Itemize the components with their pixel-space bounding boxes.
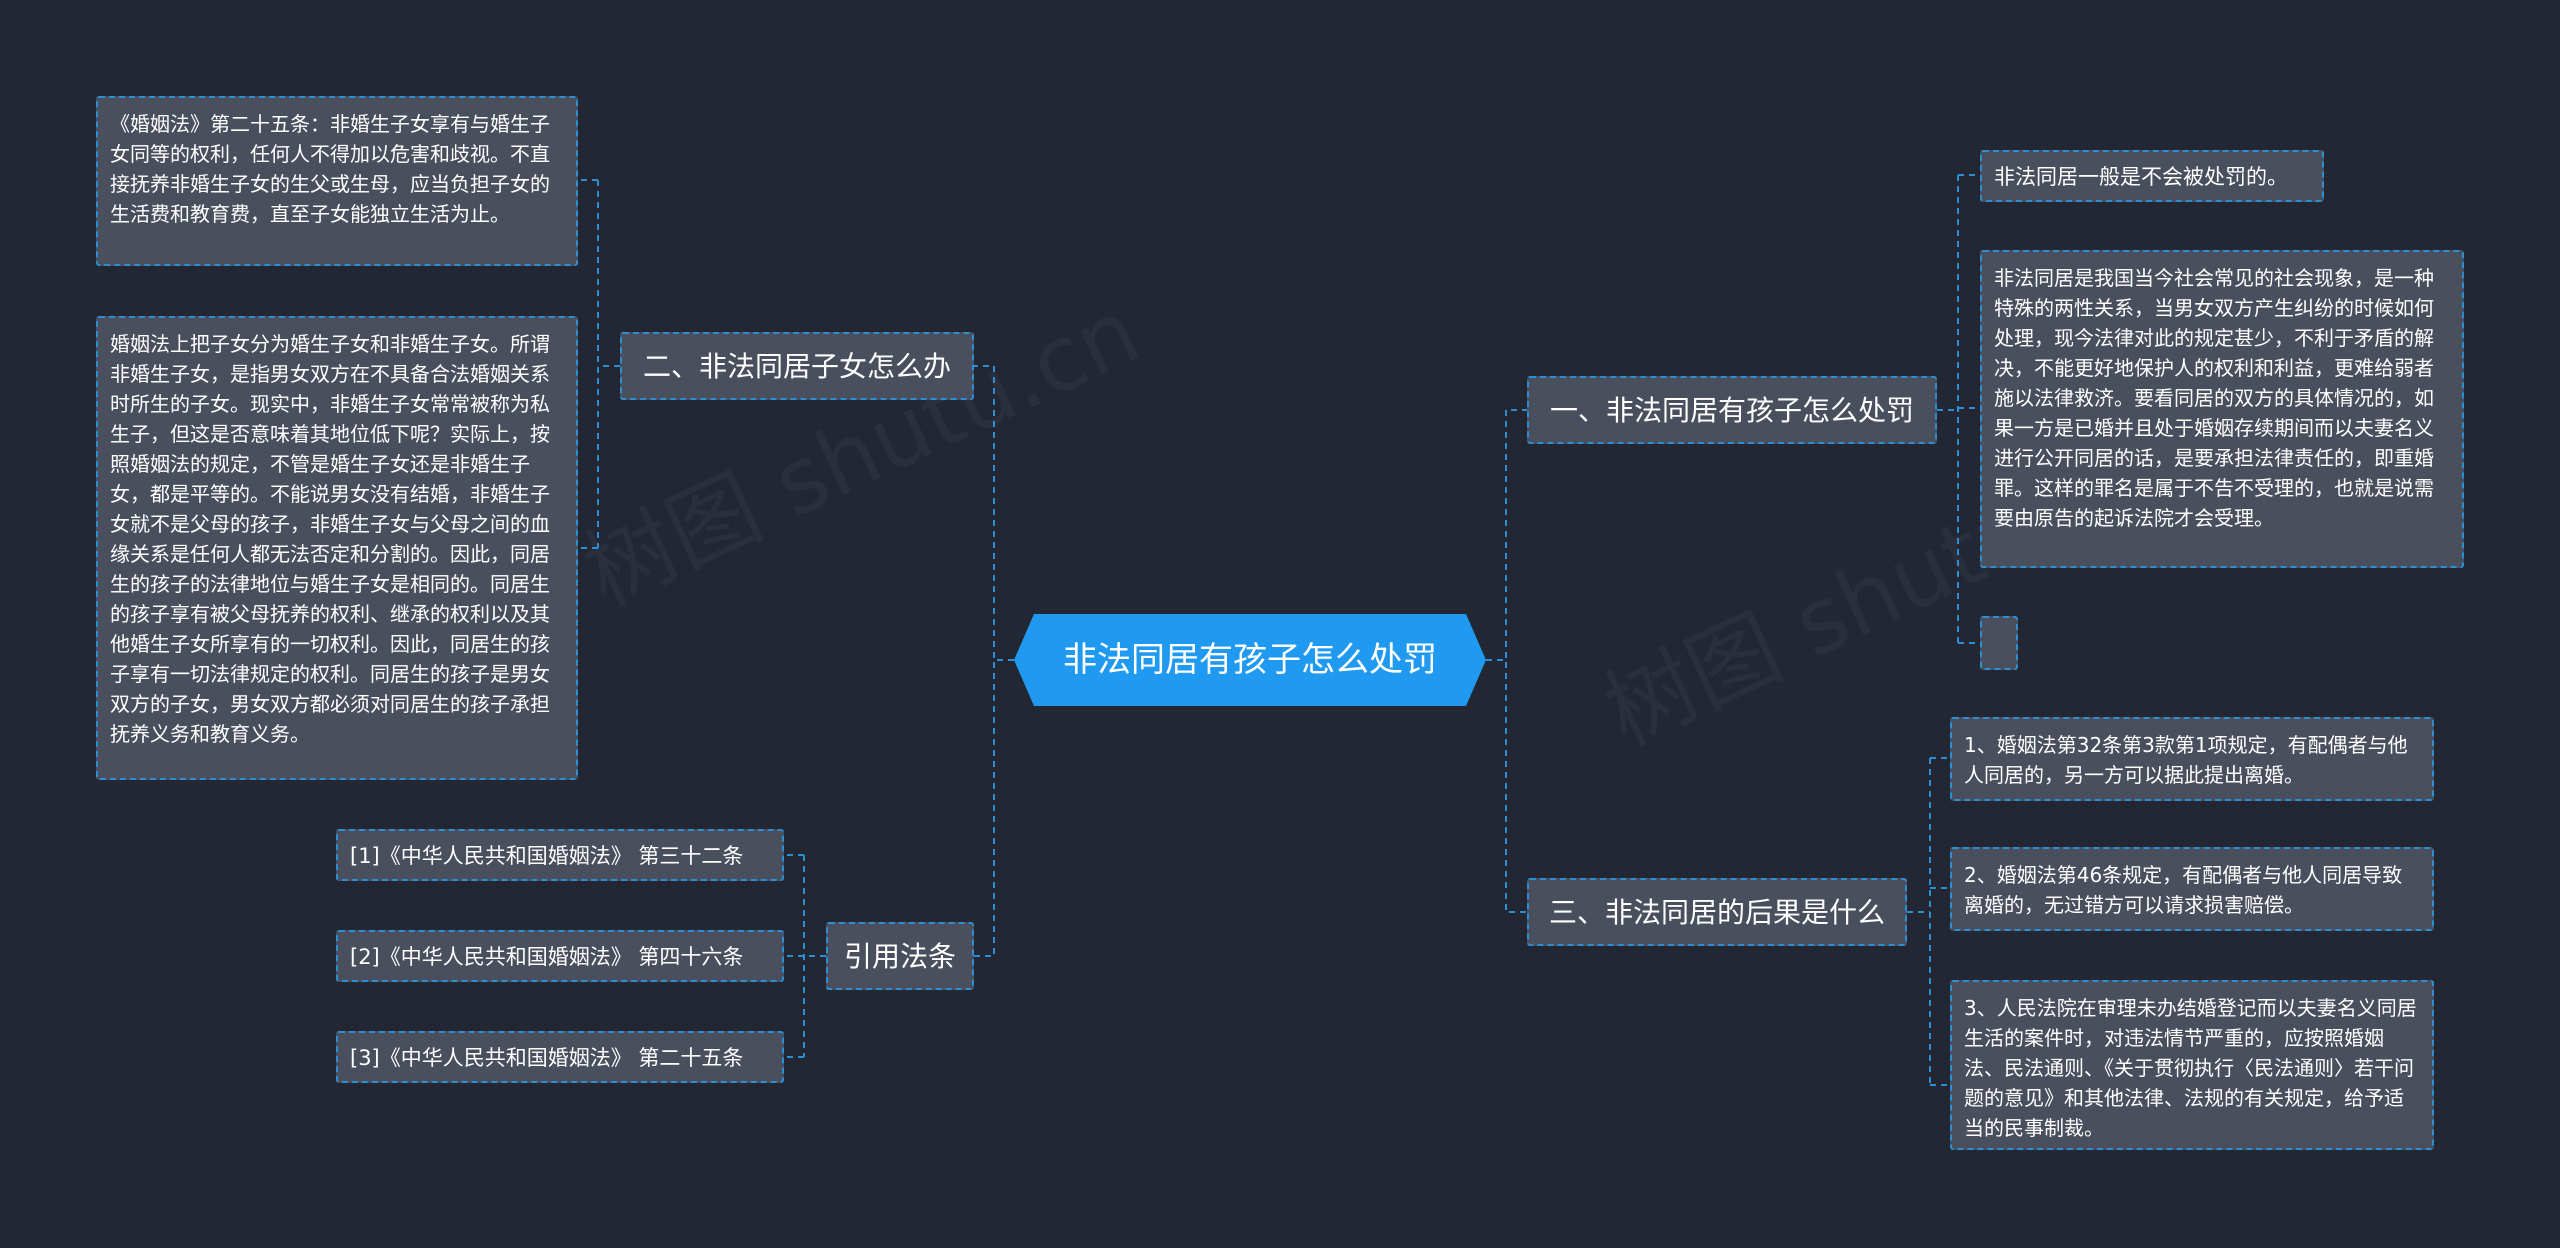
branch-children[interactable]: 二、非法同居子女怎么办 bbox=[620, 332, 974, 400]
connector-root-b4 bbox=[974, 659, 1014, 957]
connector-b4-items bbox=[784, 854, 826, 1058]
root-topic[interactable]: 非法同居有孩子怎么处罚 bbox=[1014, 614, 1486, 706]
b1-item-3-empty[interactable] bbox=[1980, 616, 2018, 670]
connector-root-b3 bbox=[1486, 659, 1527, 913]
b4-item-1[interactable]: [1]《中华人民共和国婚姻法》 第三十二条 bbox=[336, 829, 784, 881]
b3-item-2[interactable]: 2、婚姻法第46条规定，有配偶者与他人同居导致离婚的，无过错方可以请求损害赔偿。 bbox=[1950, 847, 2434, 931]
connector-b1-items bbox=[1937, 174, 1980, 644]
branch-consequences[interactable]: 三、非法同居的后果是什么 bbox=[1527, 878, 1907, 946]
b2-item-2[interactable]: 婚姻法上把子女分为婚生子女和非婚生子女。所谓非婚生子女，是指男女双方在不具备合法… bbox=[96, 316, 578, 780]
branch-legal-references[interactable]: 引用法条 bbox=[826, 922, 974, 990]
b4-item-2[interactable]: [2]《中华人民共和国婚姻法》 第四十六条 bbox=[336, 930, 784, 982]
connector-b3-items bbox=[1907, 757, 1950, 1086]
b4-item-3[interactable]: [3]《中华人民共和国婚姻法》 第二十五条 bbox=[336, 1031, 784, 1083]
b1-item-2[interactable]: 非法同居是我国当今社会常见的社会现象，是一种特殊的两性关系，当男女双方产生纠纷的… bbox=[1980, 250, 2464, 568]
connector-root-b2 bbox=[974, 365, 1014, 661]
connector-root-b1 bbox=[1486, 409, 1527, 661]
b1-item-1[interactable]: 非法同居一般是不会被处罚的。 bbox=[1980, 150, 2324, 202]
b3-item-3[interactable]: 3、人民法院在审理未办结婚登记而以夫妻名义同居生活的案件时，对违法情节严重的，应… bbox=[1950, 980, 2434, 1150]
b2-item-1[interactable]: 《婚姻法》第二十五条：非婚生子女享有与婚生子女同等的权利，任何人不得加以危害和歧… bbox=[96, 96, 578, 266]
b3-item-1[interactable]: 1、婚姻法第32条第3款第1项规定，有配偶者与他人同居的，另一方可以据此提出离婚… bbox=[1950, 717, 2434, 801]
connector-b2-items bbox=[578, 179, 620, 549]
branch-punishment[interactable]: 一、非法同居有孩子怎么处罚 bbox=[1527, 376, 1937, 444]
